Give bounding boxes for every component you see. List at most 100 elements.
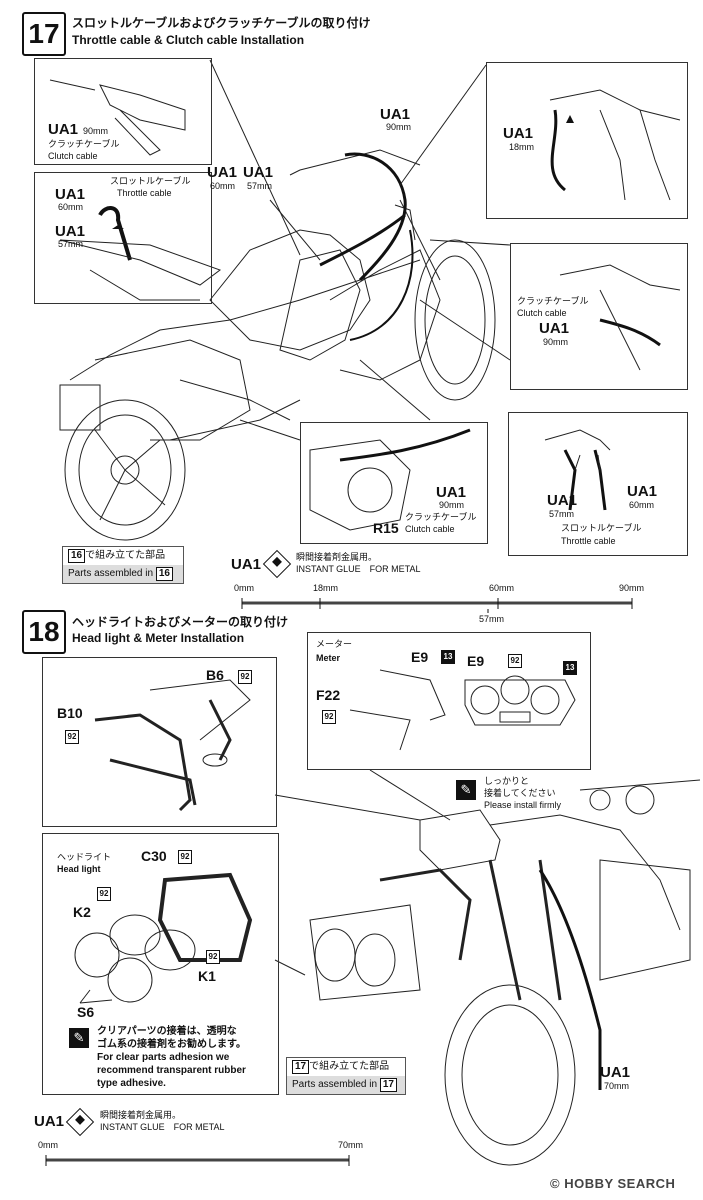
main-ua1-60-length: 60mm bbox=[210, 181, 236, 191]
paint-13-b: 13 bbox=[563, 661, 577, 675]
length-90-engine: 90mm bbox=[439, 500, 465, 510]
parts-assembled-en-18: Parts assembled in bbox=[292, 1079, 378, 1090]
ua1-18-label: UA1 bbox=[503, 125, 534, 142]
step-17-title-jp: スロットルケーブルおよびクラッチケーブルの取り付け bbox=[72, 16, 371, 30]
glue-ua1-17: UA1 bbox=[231, 556, 262, 573]
length-label: 90mm bbox=[83, 126, 109, 136]
ua1-label: UA1 bbox=[48, 121, 79, 138]
inset-engine: UA1 90mm クラッチケーブル Clutch cable R15 bbox=[300, 422, 488, 544]
clear-note-en1: For clear parts adhesion we bbox=[97, 1052, 230, 1063]
paint-13-a: 13 bbox=[441, 650, 455, 664]
main-ua1-90: UA1 bbox=[380, 106, 411, 123]
length-60-br: 60mm bbox=[629, 500, 655, 510]
step-18-title-jp: ヘッドライトおよびメーターの取り付け bbox=[72, 615, 289, 629]
step-18-title-en: Head light & Meter Installation bbox=[72, 631, 245, 645]
main-ua1-60: UA1 bbox=[207, 164, 238, 181]
glue-en-17: INSTANT GLUE FOR METAL bbox=[296, 564, 421, 574]
ruler-17 bbox=[241, 598, 633, 613]
inset-headlight: ヘッドライト Head light C30 92 92 K2 92 K1 S6 … bbox=[42, 833, 279, 1095]
clear-note-jp2: ゴム系の接着剤をお勧めします。 bbox=[97, 1039, 246, 1050]
inset-top-right: UA1 18mm bbox=[486, 62, 688, 219]
throttle-cable-jp-br: スロットルケーブル bbox=[561, 523, 642, 533]
paint-92-c30: 92 bbox=[178, 850, 192, 864]
ruler-18 bbox=[45, 1155, 350, 1166]
install-note-en: Please install firmly bbox=[484, 800, 562, 810]
e9-label-a: E9 bbox=[411, 649, 429, 665]
length-57-br: 57mm bbox=[549, 509, 575, 519]
glue-en-18: INSTANT GLUE FOR METAL bbox=[100, 1122, 225, 1132]
paint-92-b6: 92 bbox=[238, 670, 252, 684]
inset-meter: メーター Meter E9 13 E9 92 13 F22 92 bbox=[307, 632, 591, 770]
meter-en: Meter bbox=[316, 653, 341, 663]
b6-label: B6 bbox=[206, 667, 224, 683]
adhesive-icon: ✎ bbox=[69, 1028, 89, 1048]
inset-throttle-cable: スロットルケーブル Throttle cable UA1 60mm UA1 57… bbox=[34, 172, 212, 304]
ruler17-57: 57mm bbox=[479, 614, 505, 624]
ruler18-0: 0mm bbox=[38, 1140, 58, 1150]
main-ua1-57: UA1 bbox=[243, 164, 274, 181]
step-ref-17b: 17 bbox=[379, 1078, 397, 1092]
clear-note-en2: recommend transparent rubber bbox=[97, 1065, 246, 1076]
k2-label: K2 bbox=[73, 904, 91, 920]
throttle-cable-en-br: Throttle cable bbox=[561, 536, 616, 546]
watermark: © HOBBY SEARCH bbox=[550, 1176, 676, 1191]
step-18-number: 18 bbox=[22, 610, 66, 654]
headlight-jp: ヘッドライト bbox=[57, 852, 112, 862]
clutch-cable-en-3: Clutch cable bbox=[405, 524, 455, 534]
r15-label: R15 bbox=[373, 520, 399, 536]
glue-jp-17: 瞬間接着剤金属用。 bbox=[296, 552, 378, 562]
main-ua1-57-length: 57mm bbox=[247, 181, 273, 191]
ruler18-70: 70mm bbox=[338, 1140, 364, 1150]
paint-92-k1: 92 bbox=[206, 950, 220, 964]
glue-jp-18: 瞬間接着剤金属用。 bbox=[100, 1110, 182, 1120]
paint-92-b10: 92 bbox=[65, 730, 79, 744]
paint-92-f22: 92 bbox=[322, 710, 336, 724]
inset-bracket: B6 92 B10 92 bbox=[42, 657, 277, 827]
inset-right-clutch: クラッチケーブル Clutch cable UA1 90mm bbox=[510, 243, 688, 390]
step-17-number: 17 bbox=[22, 12, 66, 56]
main-ua1-90-length: 90mm bbox=[386, 122, 412, 132]
throttle-cable-jp: スロットルケーブル bbox=[110, 176, 191, 186]
length-57: 57mm bbox=[58, 239, 84, 249]
inset-clutch-cable: UA1 90mm クラッチケーブル Clutch cable bbox=[34, 58, 212, 165]
ruler17-60: 60mm bbox=[489, 583, 515, 593]
f22-label: F22 bbox=[316, 687, 341, 703]
k1-label: K1 bbox=[198, 968, 216, 984]
clutch-cable-jp-2: クラッチケーブル bbox=[517, 296, 589, 306]
parts-assembled-jp: で組み立てた部品 bbox=[85, 550, 166, 561]
clear-note-en3: type adhesive. bbox=[97, 1078, 166, 1089]
ruler17-90: 90mm bbox=[619, 583, 645, 593]
b10-label: B10 bbox=[57, 705, 83, 721]
ua1-57-br: UA1 bbox=[547, 492, 578, 509]
e9-label-b: E9 bbox=[467, 653, 485, 669]
ua1-60-label: UA1 bbox=[55, 186, 86, 203]
step-ref-16: 16 bbox=[68, 549, 86, 563]
paint-92-k2: 92 bbox=[97, 887, 111, 901]
length-60: 60mm bbox=[58, 202, 84, 212]
clutch-cable-jp-3: クラッチケーブル bbox=[405, 512, 477, 522]
ruler17-18: 18mm bbox=[313, 583, 339, 593]
install-note-jp1: しっかりと bbox=[484, 776, 530, 786]
ruler17-0: 0mm bbox=[234, 583, 254, 593]
headlight-en: Head light bbox=[57, 864, 101, 874]
step-ref-17: 17 bbox=[292, 1060, 310, 1074]
paint-92-meter: 92 bbox=[508, 654, 522, 668]
install-note-jp2: 接着してください bbox=[484, 788, 556, 798]
install-firmly-icon: ✎ bbox=[456, 780, 476, 800]
step-ref-16b: 16 bbox=[155, 567, 173, 581]
parts-assembled-jp-18: で組み立てた部品 bbox=[309, 1061, 390, 1072]
meter-jp: メーター bbox=[316, 639, 353, 649]
clutch-cable-jp: クラッチケーブル bbox=[48, 139, 120, 149]
clutch-cable-en: Clutch cable bbox=[48, 151, 98, 161]
clutch-cable-en-2: Clutch cable bbox=[517, 308, 567, 318]
parts-assembled-en: Parts assembled in bbox=[68, 568, 154, 579]
length-90-right: 90mm bbox=[543, 337, 569, 347]
s6-label: S6 bbox=[77, 1004, 95, 1020]
ua1-90-engine: UA1 bbox=[436, 484, 467, 501]
clear-note-jp1: クリアパーツの接着は、透明な bbox=[97, 1026, 237, 1037]
length-18: 18mm bbox=[509, 142, 535, 152]
step-17-title-en: Throttle cable & Clutch cable Installati… bbox=[72, 33, 305, 47]
throttle-cable-en: Throttle cable bbox=[117, 188, 172, 198]
